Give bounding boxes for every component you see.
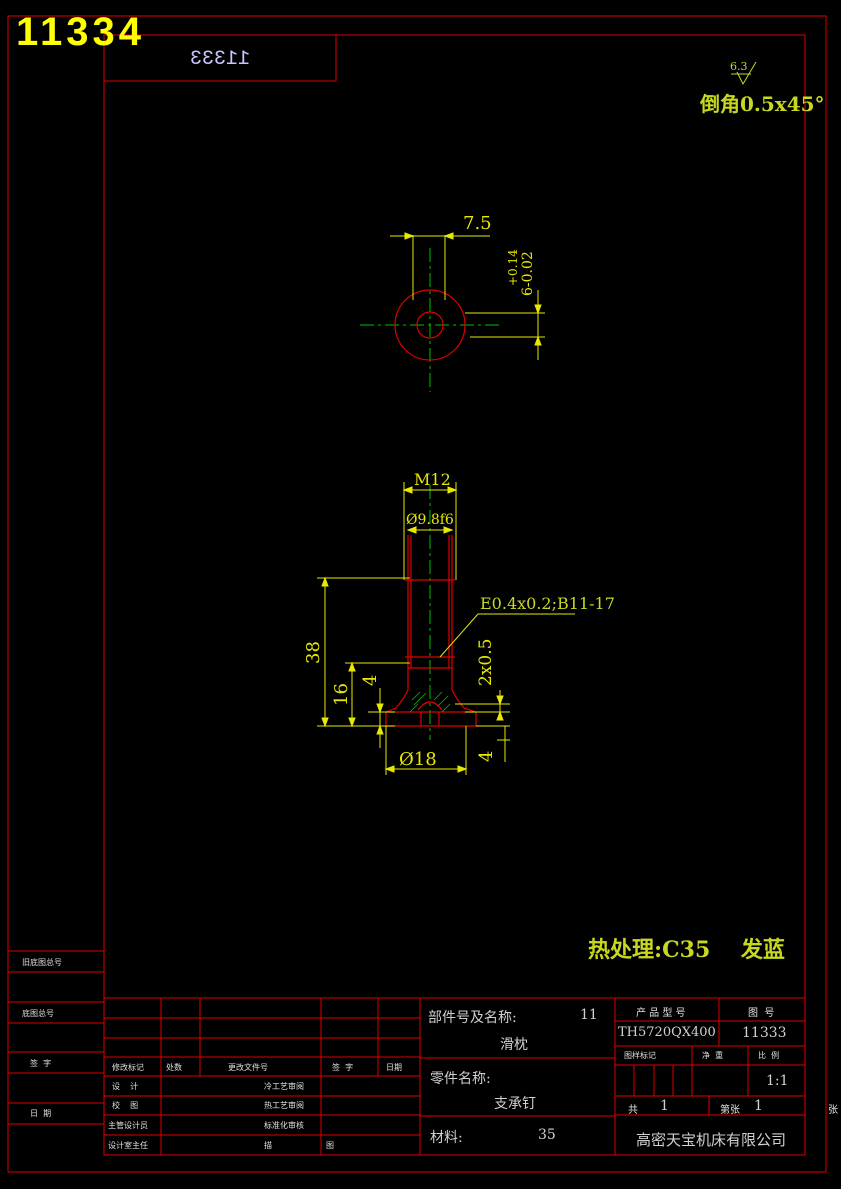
front-view [317, 482, 575, 775]
assembly-label: 部件号及名称: [428, 1010, 517, 1026]
header-date: 日期 [386, 1063, 402, 1072]
drawing-no: 11333 [742, 1025, 787, 1041]
header-sign: 签 字 [332, 1063, 354, 1072]
product-model: TH5720QX400 [618, 1025, 716, 1040]
surface-finish-value: 6.3 [730, 60, 748, 73]
drawing-id: 11334 [16, 10, 146, 54]
dim-38: 38 [303, 641, 324, 664]
part-name: 支承钉 [494, 1096, 536, 1112]
header-change-doc: 更改文件号 [228, 1063, 268, 1072]
side-label-old-base-no: 旧底图总号 [22, 958, 62, 967]
dim-4-a: 4 [360, 674, 381, 686]
mirrored-drawing-no: 11333 [190, 47, 251, 71]
role-check: 校 图 [112, 1101, 139, 1110]
side-stamp-boxes [8, 950, 104, 1125]
drawing-no-header: 图 号 [748, 1008, 775, 1019]
role-trace: 描 [264, 1141, 272, 1150]
role-standard: 标准化审核 [264, 1121, 304, 1130]
total-sheets-label: 共 [628, 1105, 638, 1116]
role-heat-process: 热工艺审阅 [264, 1101, 304, 1110]
product-model-header: 产 品 型 号 [636, 1008, 686, 1019]
weight-header: 净 重 [702, 1051, 724, 1060]
dim-phi18: Ø18 [399, 749, 437, 770]
border-frames [7, 15, 827, 1173]
scale-header: 比 例 [758, 1051, 780, 1060]
dim-phi-9-8f6: Ø9.8f6 [406, 512, 454, 528]
role-design: 设 计 [112, 1082, 139, 1091]
side-label-date: 日 期 [30, 1109, 52, 1118]
top-view [360, 232, 545, 392]
surface-finish-symbol [731, 61, 757, 86]
side-label-sign: 签 字 [30, 1059, 52, 1068]
part-label: 零件名称: [430, 1071, 491, 1087]
role-director: 设计室主任 [108, 1141, 148, 1150]
dim-4-b: 4 [476, 750, 497, 762]
title-block-grid [104, 997, 805, 1155]
header-count: 处数 [166, 1063, 182, 1072]
material-label: 材料: [430, 1130, 463, 1146]
sheet-label: 第张 [720, 1105, 740, 1116]
assembly-no: 11 [580, 1007, 598, 1023]
side-label-base-no: 底图总号 [22, 1009, 54, 1018]
header-revision-mark: 修改标记 [112, 1063, 144, 1072]
thread-note: E0.4x0.2;B11-17 [480, 594, 615, 613]
edge-char: 张 [828, 1105, 838, 1116]
marks-header: 图样标记 [624, 1051, 656, 1060]
dim-tol-upper: +0.14 [506, 249, 520, 286]
scale-value: 1:1 [766, 1073, 789, 1089]
role-drawing: 图 [326, 1141, 334, 1150]
dim-16: 16 [331, 683, 352, 706]
total-sheets: 1 [660, 1098, 669, 1114]
material-value: 35 [538, 1127, 556, 1143]
role-cold-process: 冷工艺审阅 [264, 1082, 304, 1091]
dim-2x0-5: 2x0.5 [476, 638, 496, 686]
dim-m12: M12 [414, 470, 451, 489]
sheet-no: 1 [754, 1098, 763, 1114]
dim-tol-base: 6-0.02 [520, 251, 536, 296]
dim-7-5: 7.5 [463, 213, 492, 234]
company-name: 高密天宝机床有限公司 [636, 1131, 787, 1149]
heat-treatment-note: 热处理:C35 发蓝 [588, 937, 785, 963]
assembly-name: 滑枕 [500, 1037, 528, 1053]
chamfer-note: 倒角0.5x45° [700, 92, 825, 116]
role-chief-designer: 主管设计员 [108, 1121, 148, 1130]
